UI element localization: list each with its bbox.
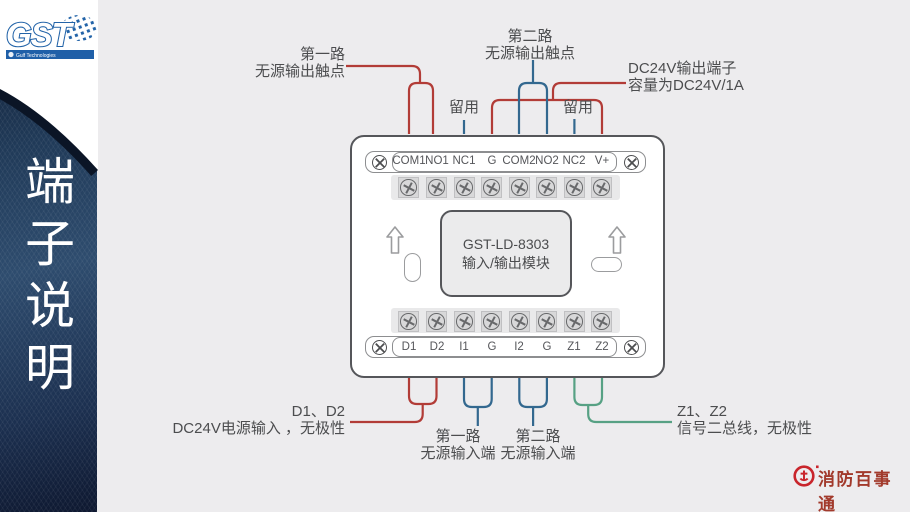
screw-terminal-icon xyxy=(536,311,557,332)
screw-terminal-icon xyxy=(509,311,530,332)
wire-bus-bracket xyxy=(573,378,604,407)
screw-terminal-icon xyxy=(426,311,447,332)
annotation-bus: Z1、Z2 信号二总线，无极性 xyxy=(677,403,827,437)
annotation-dc24v-line2: 容量为DC24V/1A xyxy=(628,76,744,94)
annotation-power-line2: DC24V电源输入 ，无极性 xyxy=(172,419,345,437)
annotation-power-in: D1、D2 DC24V电源输入 ，无极性 xyxy=(153,403,345,437)
annotation-input1-line1: 第一路 xyxy=(435,428,481,445)
terminal-label-g2: G xyxy=(487,341,497,353)
wire-power-lead xyxy=(350,404,424,424)
wire-input1-bracket xyxy=(462,378,493,409)
annotation-output2-line2: 无源输出触点 xyxy=(484,44,575,62)
screw-terminal-icon xyxy=(591,311,612,332)
gst-logo: GST Gulf Technologies xyxy=(5,15,97,59)
module-name-box: GST-LD-8303 输入/输出模块 xyxy=(440,210,572,297)
mount-screw-icon xyxy=(624,340,639,355)
terminal-label-d1: D1 xyxy=(401,341,417,353)
mount-screw-icon xyxy=(624,155,639,170)
terminal-label-i1: I1 xyxy=(459,341,469,353)
screw-terminal-icon xyxy=(564,177,585,198)
sidebar: GST Gulf Technologies 端子说明 xyxy=(0,0,98,512)
wire-dc24v-lead xyxy=(551,81,626,100)
gst-logo-bar xyxy=(6,50,94,59)
terminal-label-z1: Z1 xyxy=(567,341,581,353)
terminal-label-d2: D2 xyxy=(429,341,445,353)
terminal-label-z2: Z2 xyxy=(595,341,609,353)
screw-terminal-icon xyxy=(536,177,557,198)
screw-terminal-icon xyxy=(398,177,419,198)
wire-input2-bracket xyxy=(518,378,548,409)
terminal-label-no1: NO1 xyxy=(425,155,449,167)
annotation-dc24v: DC24V输出端子 容量为DC24V/1A xyxy=(628,60,768,94)
up-arrow-icon xyxy=(608,226,626,254)
wire-power-bracket xyxy=(407,378,438,406)
sidebar-swoosh xyxy=(0,0,98,176)
annotation-input1: 第一路 无源输入端 xyxy=(408,428,508,462)
annotation-input2: 第二路 无源输入端 xyxy=(488,428,588,462)
brand-text: 消防百事通 xyxy=(818,470,892,512)
annotation-input1-line2: 无源输入端 xyxy=(420,444,496,462)
top-terminal-label-box xyxy=(392,152,617,172)
terminal-label-vplus: V+ xyxy=(594,155,610,167)
gst-logo-bar-dot xyxy=(8,51,14,58)
annotation-bus-line2: 信号二总线，无极性 xyxy=(677,419,813,437)
up-arrow-icon xyxy=(386,226,404,254)
annotation-input2-line2: 无源输入端 xyxy=(500,444,576,462)
terminal-label-nc1: NC1 xyxy=(452,155,476,167)
mount-slot-vertical xyxy=(404,253,421,282)
mount-screw-icon xyxy=(372,155,387,170)
gst-globe-dots xyxy=(61,15,97,41)
annotation-output2: 第二路 无源输出触点 xyxy=(460,28,600,62)
screw-terminal-icon xyxy=(454,311,475,332)
screw-terminal-icon xyxy=(591,177,612,198)
wire-output2-bracket xyxy=(517,81,549,134)
annotation-bus-line1: Z1、Z2 xyxy=(677,403,728,420)
wire-output1-lead xyxy=(346,64,422,83)
wire-output1-bracket xyxy=(407,81,435,134)
terminal-label-g3: G xyxy=(542,341,552,353)
fire-brand-icon xyxy=(793,465,819,487)
terminal-label-no2: NO2 xyxy=(535,155,559,167)
annotation-output1: 第一路 无源输出触点 xyxy=(225,46,345,80)
annotation-output2-line1: 第二路 xyxy=(507,28,553,45)
mount-screw-icon xyxy=(372,340,387,355)
gst-logo-text: GST xyxy=(6,16,75,53)
screw-terminal-icon xyxy=(398,311,419,332)
terminal-label-g1: G xyxy=(487,155,497,167)
gst-logo-tagline: Gulf Technologies xyxy=(16,53,56,59)
screw-terminal-icon xyxy=(481,177,502,198)
annotation-reserved2: 留用 xyxy=(562,99,593,116)
module-model: GST-LD-8303 xyxy=(462,235,550,252)
annotation-output1-line1: 第一路 xyxy=(299,46,345,63)
terminal-label-com1: COM1 xyxy=(392,155,426,167)
screw-terminal-icon xyxy=(509,177,530,198)
terminal-label-nc2: NC2 xyxy=(562,155,586,167)
terminal-label-i2: I2 xyxy=(514,341,524,353)
bottom-terminal-label-box xyxy=(392,337,617,357)
wire-bus-lead xyxy=(587,405,672,424)
annotation-output1-line2: 无源输出触点 xyxy=(254,62,345,80)
module-type: 输入/输出模块 xyxy=(462,254,550,271)
page-title: 端子说明 xyxy=(18,155,74,403)
screw-terminal-icon xyxy=(454,177,475,198)
screw-terminal-icon xyxy=(564,311,585,332)
screw-terminal-icon xyxy=(426,177,447,198)
annotation-power-line1: D1、D2 xyxy=(291,403,345,420)
terminal-label-com2: COM2 xyxy=(502,155,536,167)
mount-slot-horizontal xyxy=(591,257,622,272)
screw-terminal-icon xyxy=(481,311,502,332)
annotation-dc24v-line1: DC24V输出端子 xyxy=(628,60,737,77)
annotation-input2-line1: 第二路 xyxy=(515,428,561,445)
annotation-reserved1: 留用 xyxy=(448,99,479,116)
